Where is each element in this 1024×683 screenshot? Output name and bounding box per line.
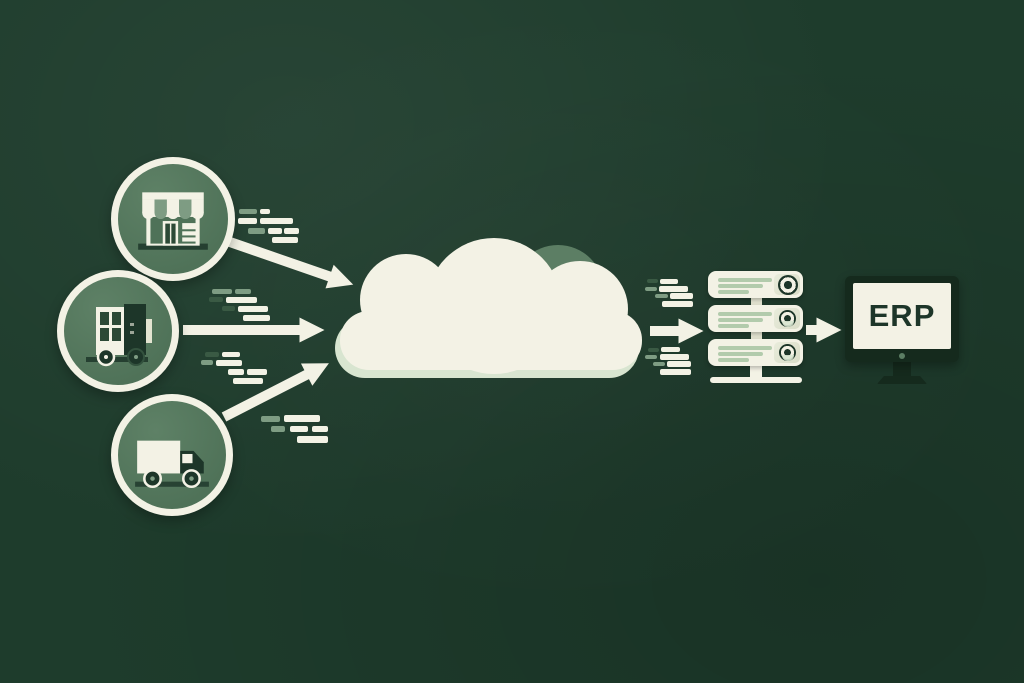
fragment-cluster-server-lower	[653, 362, 665, 366]
server-line	[718, 352, 763, 356]
fragment-cluster-truck	[284, 415, 320, 422]
fragment-cluster-van-lower	[216, 360, 242, 366]
server-line	[718, 290, 749, 294]
server-disk-icon	[778, 274, 798, 295]
arrow-truck-to-cloud	[221, 363, 329, 422]
server-line	[718, 324, 749, 328]
storefront-icon	[138, 192, 208, 250]
server-unit-3	[708, 339, 803, 366]
server-disk-highlight	[782, 355, 794, 361]
fragment-cluster-server-lower	[667, 361, 691, 367]
server-connector	[751, 296, 762, 306]
monitor-neck	[893, 362, 911, 377]
fragment-cluster-van-lower	[201, 360, 213, 365]
fragment-cluster-van-upper	[226, 297, 257, 303]
fragment-cluster-server-upper	[670, 293, 693, 299]
fragment-cluster-server-upper	[662, 301, 693, 307]
server-connector	[751, 330, 762, 340]
fragment-cluster-store	[268, 228, 282, 234]
fragment-cluster-van-lower	[228, 369, 244, 375]
fragment-cluster-store	[248, 228, 265, 234]
server-disk-highlight	[782, 321, 794, 327]
server-line	[718, 346, 772, 350]
fragment-cluster-van-upper	[212, 289, 232, 294]
source-node-van	[57, 270, 179, 392]
awning-stripes	[142, 199, 204, 219]
delivery-van-icon	[86, 304, 152, 367]
server-line	[718, 318, 763, 322]
fragment-cluster-store	[238, 218, 257, 224]
fragment-cluster-van-lower	[222, 352, 240, 357]
fragment-cluster-store	[239, 209, 257, 214]
server-line	[718, 358, 749, 362]
box-truck-icon	[135, 440, 209, 489]
monitor-base	[877, 376, 927, 384]
fragment-cluster-store	[284, 228, 299, 234]
fragment-cluster-server-upper	[660, 279, 678, 284]
cloud-icon	[335, 238, 642, 378]
source-node-truck	[111, 394, 233, 516]
monitor-screen: ERP	[853, 283, 951, 349]
fragment-cluster-van-lower	[205, 352, 219, 357]
fragment-cluster-truck	[312, 426, 328, 432]
fragment-cluster-server-lower	[660, 354, 689, 360]
erp-label: ERP	[868, 298, 936, 333]
fragment-cluster-truck	[290, 426, 308, 432]
fragment-cluster-van-upper	[243, 315, 270, 321]
server-stand-base	[710, 377, 802, 383]
fragment-cluster-server-lower	[648, 348, 659, 352]
fragment-cluster-store	[260, 218, 293, 224]
fragment-cluster-van-upper	[209, 297, 223, 302]
fragment-cluster-store	[272, 237, 298, 243]
arrow-store-to-cloud	[225, 236, 354, 289]
server-stack-icon	[708, 271, 804, 387]
server-unit-2	[708, 305, 803, 332]
fragment-cluster-van-upper	[238, 306, 268, 312]
fragment-cluster-server-upper	[655, 294, 668, 298]
server-line	[718, 278, 772, 282]
fragment-cluster-van-upper	[222, 306, 235, 311]
source-node-store	[111, 157, 235, 281]
monitor-frame: ERP	[845, 276, 959, 362]
server-stand-neck	[750, 365, 762, 379]
fragment-cluster-truck	[297, 436, 328, 443]
fragment-cluster-truck	[261, 416, 280, 422]
monitor-power-dot	[899, 352, 905, 359]
fragment-cluster-van-upper	[235, 289, 251, 294]
fragment-cluster-van-lower	[233, 378, 263, 384]
fragment-cluster-server-lower	[661, 347, 680, 352]
fragment-cluster-store	[260, 209, 270, 214]
fragment-cluster-server-upper	[659, 286, 688, 292]
server-line	[718, 284, 763, 288]
fragment-cluster-van-lower	[247, 369, 267, 375]
fragment-cluster-server-lower	[660, 369, 691, 375]
server-line	[718, 312, 772, 316]
erp-monitor-icon: ERP	[845, 276, 959, 384]
fragment-cluster-truck	[271, 426, 285, 432]
server-unit-1	[708, 271, 803, 298]
